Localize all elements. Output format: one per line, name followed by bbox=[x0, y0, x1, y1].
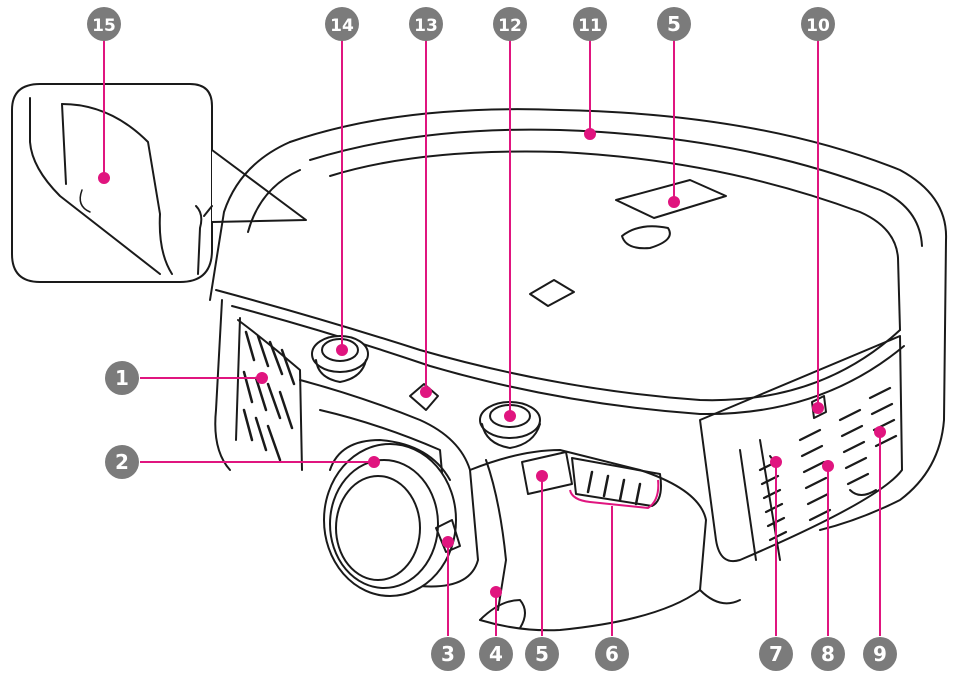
leader-dot-8 bbox=[822, 460, 834, 472]
leader-dot-4 bbox=[490, 586, 502, 598]
callout-4: 4 bbox=[479, 637, 513, 671]
callout-2: 2 bbox=[105, 445, 139, 479]
leader-dot-1 bbox=[256, 372, 268, 384]
leader-dot-9 bbox=[874, 426, 886, 438]
callout-13: 13 bbox=[409, 7, 443, 41]
top-cover bbox=[289, 108, 948, 531]
callout-3: 3 bbox=[431, 637, 465, 671]
callout-10: 10 bbox=[801, 7, 835, 41]
callout-5-top: 5 bbox=[657, 7, 691, 41]
callout-8: 8 bbox=[811, 637, 845, 671]
callout-1: 1 bbox=[105, 361, 139, 395]
svg-text:5: 5 bbox=[535, 642, 549, 666]
svg-text:2: 2 bbox=[115, 450, 129, 474]
callout-7: 7 bbox=[759, 637, 793, 671]
svg-text:11: 11 bbox=[578, 16, 602, 36]
callout-5-bottom: 5 bbox=[525, 637, 559, 671]
svg-text:10: 10 bbox=[806, 16, 830, 36]
leader-dot-10 bbox=[812, 402, 824, 414]
svg-text:1: 1 bbox=[115, 366, 129, 390]
svg-text:13: 13 bbox=[414, 16, 438, 36]
leader-dot-5-top bbox=[668, 196, 680, 208]
leader-lines bbox=[98, 40, 886, 636]
callout-6: 6 bbox=[595, 637, 629, 671]
callout-15: 15 bbox=[87, 7, 121, 41]
svg-text:12: 12 bbox=[498, 16, 522, 36]
leader-dot-3 bbox=[442, 536, 454, 548]
svg-text:14: 14 bbox=[330, 16, 354, 36]
svg-text:8: 8 bbox=[821, 642, 835, 666]
callout-12: 12 bbox=[493, 7, 527, 41]
svg-text:9: 9 bbox=[873, 642, 887, 666]
callouts: 1 2 3 4 5 6 7 8 bbox=[87, 7, 897, 671]
svg-text:5: 5 bbox=[667, 12, 681, 36]
svg-text:15: 15 bbox=[92, 16, 116, 36]
leader-dot-7 bbox=[770, 456, 782, 468]
leader-dot-2 bbox=[368, 456, 380, 468]
leader-dot-11 bbox=[584, 128, 596, 140]
leader-dot-5-bottom bbox=[536, 470, 548, 482]
inset-pointer bbox=[211, 149, 307, 223]
leader-dot-13 bbox=[420, 386, 432, 398]
svg-text:4: 4 bbox=[489, 642, 503, 666]
leader-dot-12 bbox=[504, 410, 516, 422]
leader-dot-15 bbox=[98, 172, 110, 184]
svg-text:7: 7 bbox=[769, 642, 783, 666]
inset-frame bbox=[11, 83, 213, 283]
svg-text:3: 3 bbox=[441, 642, 455, 666]
callout-9: 9 bbox=[863, 637, 897, 671]
svg-text:6: 6 bbox=[605, 642, 619, 666]
lens-outer bbox=[323, 443, 457, 597]
leader-dot-14 bbox=[336, 344, 348, 356]
callout-11: 11 bbox=[573, 7, 607, 41]
callout-14: 14 bbox=[325, 7, 359, 41]
